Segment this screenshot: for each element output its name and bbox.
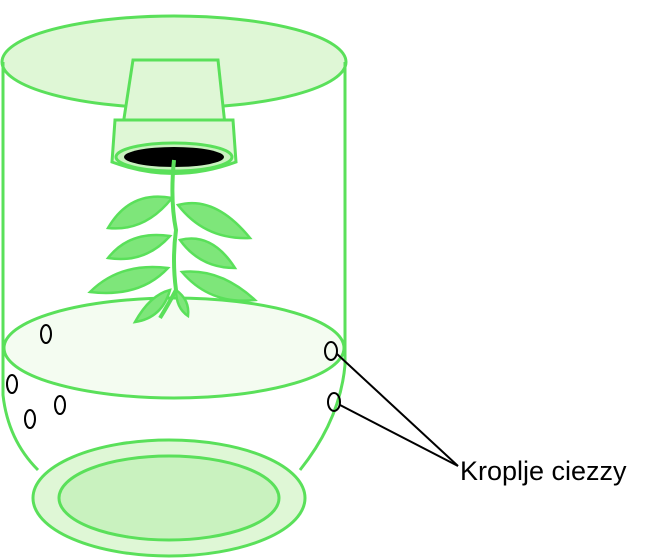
droplet-icon: [24, 409, 36, 429]
leaf-lower-right: [179, 270, 258, 302]
jar-right-wall: [298, 62, 347, 471]
liquid-surface: [2, 296, 346, 400]
leaf-bottom-left: [132, 288, 172, 324]
droplet-icon: [6, 374, 18, 394]
jar-base: [31, 438, 307, 558]
leaf-upper-left: [105, 195, 175, 230]
pointer-lines: [336, 353, 459, 467]
pot-soil: [124, 147, 224, 167]
leaf-middle-left: [105, 233, 173, 261]
plant-stem: [158, 159, 179, 320]
leaf-bottom-right: [174, 287, 190, 319]
droplets-label: Kroplje ciezzy: [460, 456, 627, 486]
droplet-icon: [40, 324, 52, 344]
leaf-lower-left: [87, 265, 171, 295]
leaf-upper-right: [175, 201, 253, 240]
droplet-icon: [54, 395, 66, 415]
plant-icon: [87, 159, 258, 324]
pointer-line-lower: [339, 404, 459, 467]
jar-left-wall: [1, 62, 40, 472]
droplet-icon: [324, 341, 338, 361]
pointer-line-upper: [336, 353, 459, 467]
jar-base-inner: [57, 454, 281, 542]
flower-pot-icon: [110, 58, 238, 175]
droplet-icon: [327, 392, 341, 412]
pot-upper: [121, 58, 227, 127]
droplets: [6, 324, 341, 429]
leaf-middle-right: [177, 237, 238, 270]
